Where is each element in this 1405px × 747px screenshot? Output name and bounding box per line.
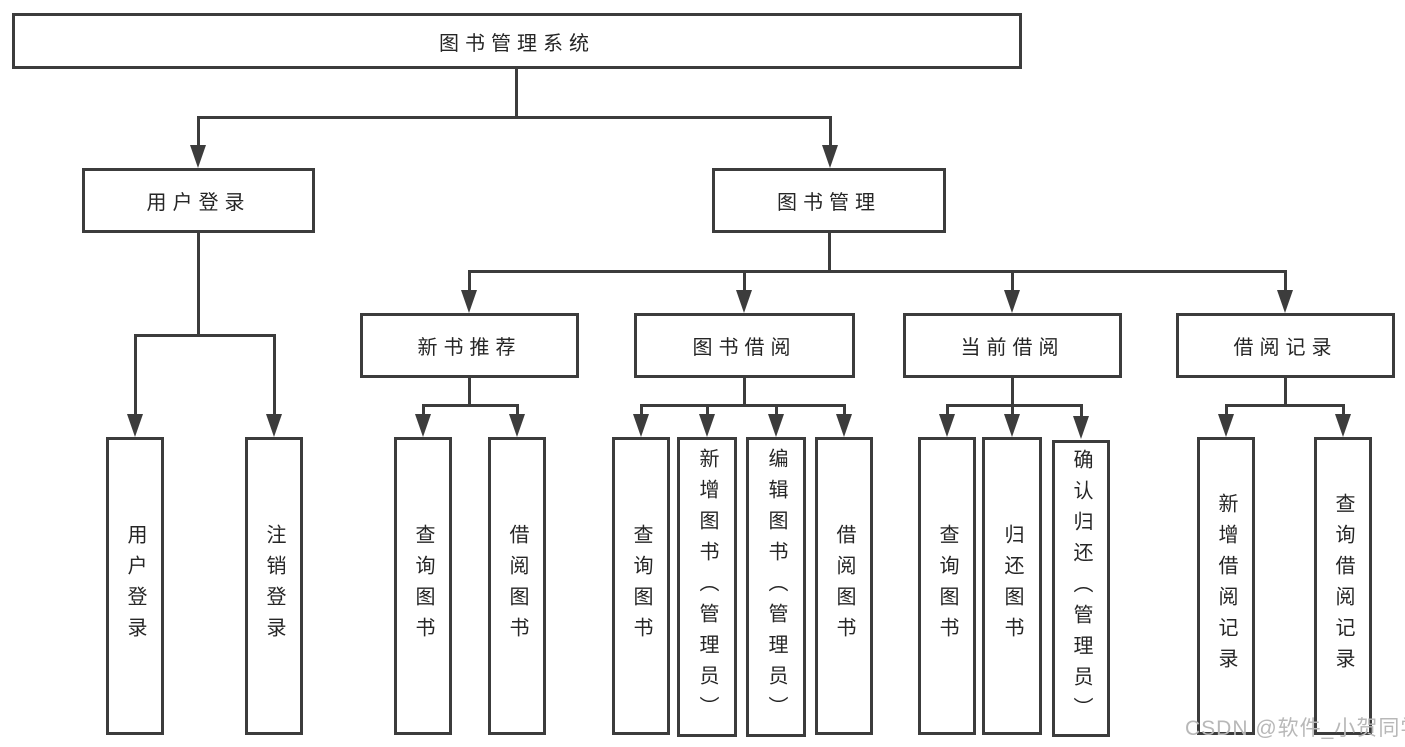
arrowhead-down-icon: [461, 290, 477, 313]
connector-line: [775, 404, 778, 417]
connector-line: [843, 404, 846, 417]
arrowhead-down-icon: [127, 414, 143, 437]
connector-line: [1225, 404, 1228, 417]
connector-line: [1011, 378, 1014, 407]
arrowhead-down-icon: [1277, 290, 1293, 313]
connector-line: [134, 334, 276, 337]
leaf-current-confirm-return-admin: 确认归还（管理员）: [1052, 440, 1110, 737]
leaf-logout: 注销登录: [245, 437, 303, 735]
arrowhead-down-icon: [1218, 414, 1234, 437]
connector-line: [468, 270, 1287, 273]
arrowhead-down-icon: [822, 145, 838, 168]
connector-line: [422, 404, 425, 417]
connector-line: [468, 270, 471, 294]
connector-line: [743, 378, 746, 407]
connector-line: [515, 69, 518, 119]
leaf-recommend-query-books: 查询图书: [394, 437, 452, 735]
arrowhead-down-icon: [1335, 414, 1351, 437]
leaf-borrow-add-books-admin: 新增图书（管理员）: [677, 437, 737, 737]
connector-line: [1011, 404, 1014, 417]
arrowhead-down-icon: [1004, 414, 1020, 437]
connector-line: [946, 404, 949, 417]
leaf-current-query-books: 查询图书: [918, 437, 976, 735]
connector-line: [273, 334, 276, 416]
connector-line: [134, 334, 137, 416]
node-book-borrow: 图书借阅: [634, 313, 855, 378]
leaf-user-login: 用户登录: [106, 437, 164, 735]
arrowhead-down-icon: [939, 414, 955, 437]
arrowhead-down-icon: [1073, 416, 1089, 439]
leaf-current-return-books: 归还图书: [982, 437, 1042, 735]
arrowhead-down-icon: [415, 414, 431, 437]
connector-line: [1225, 404, 1345, 407]
leaf-record-query-borrow-record: 查询借阅记录: [1314, 437, 1372, 735]
csdn-watermark: CSDN @软件_小贺同学: [1185, 717, 1405, 740]
leaf-recommend-borrow-books: 借阅图书: [488, 437, 546, 735]
node-borrow-record: 借阅记录: [1176, 313, 1395, 378]
connector-line: [743, 270, 746, 294]
connector-line: [1284, 378, 1287, 407]
node-current-borrow: 当前借阅: [903, 313, 1122, 378]
connector-line: [1284, 270, 1287, 294]
leaf-borrow-borrow-books: 借阅图书: [815, 437, 873, 735]
node-book-management: 图书管理: [712, 168, 946, 233]
arrowhead-down-icon: [266, 414, 282, 437]
connector-line: [516, 404, 519, 417]
node-user-login: 用户登录: [82, 168, 315, 233]
connector-line: [197, 116, 832, 119]
arrowhead-down-icon: [1004, 290, 1020, 313]
arrowhead-down-icon: [699, 414, 715, 437]
connector-line: [1080, 404, 1083, 417]
leaf-borrow-query-books: 查询图书: [612, 437, 670, 735]
connector-line: [1011, 270, 1014, 294]
leaf-record-add-borrow-record: 新增借阅记录: [1197, 437, 1255, 735]
connector-line: [828, 233, 831, 273]
arrowhead-down-icon: [736, 290, 752, 313]
arrowhead-down-icon: [768, 414, 784, 437]
node-new-book-recommend: 新书推荐: [360, 313, 579, 378]
node-root-system: 图书管理系统: [12, 13, 1022, 69]
connector-line: [706, 404, 709, 417]
connector-line: [1342, 404, 1345, 417]
arrowhead-down-icon: [190, 145, 206, 168]
connector-line: [640, 404, 846, 407]
arrowhead-down-icon: [836, 414, 852, 437]
connector-line: [468, 378, 471, 407]
connector-line: [197, 116, 200, 148]
arrowhead-down-icon: [509, 414, 525, 437]
connector-line: [829, 116, 832, 148]
leaf-borrow-edit-books-admin: 编辑图书（管理员）: [746, 437, 806, 737]
connector-line: [640, 404, 643, 417]
connector-line: [946, 404, 1083, 407]
connector-line: [422, 404, 519, 407]
arrowhead-down-icon: [633, 414, 649, 437]
connector-line: [197, 233, 200, 337]
